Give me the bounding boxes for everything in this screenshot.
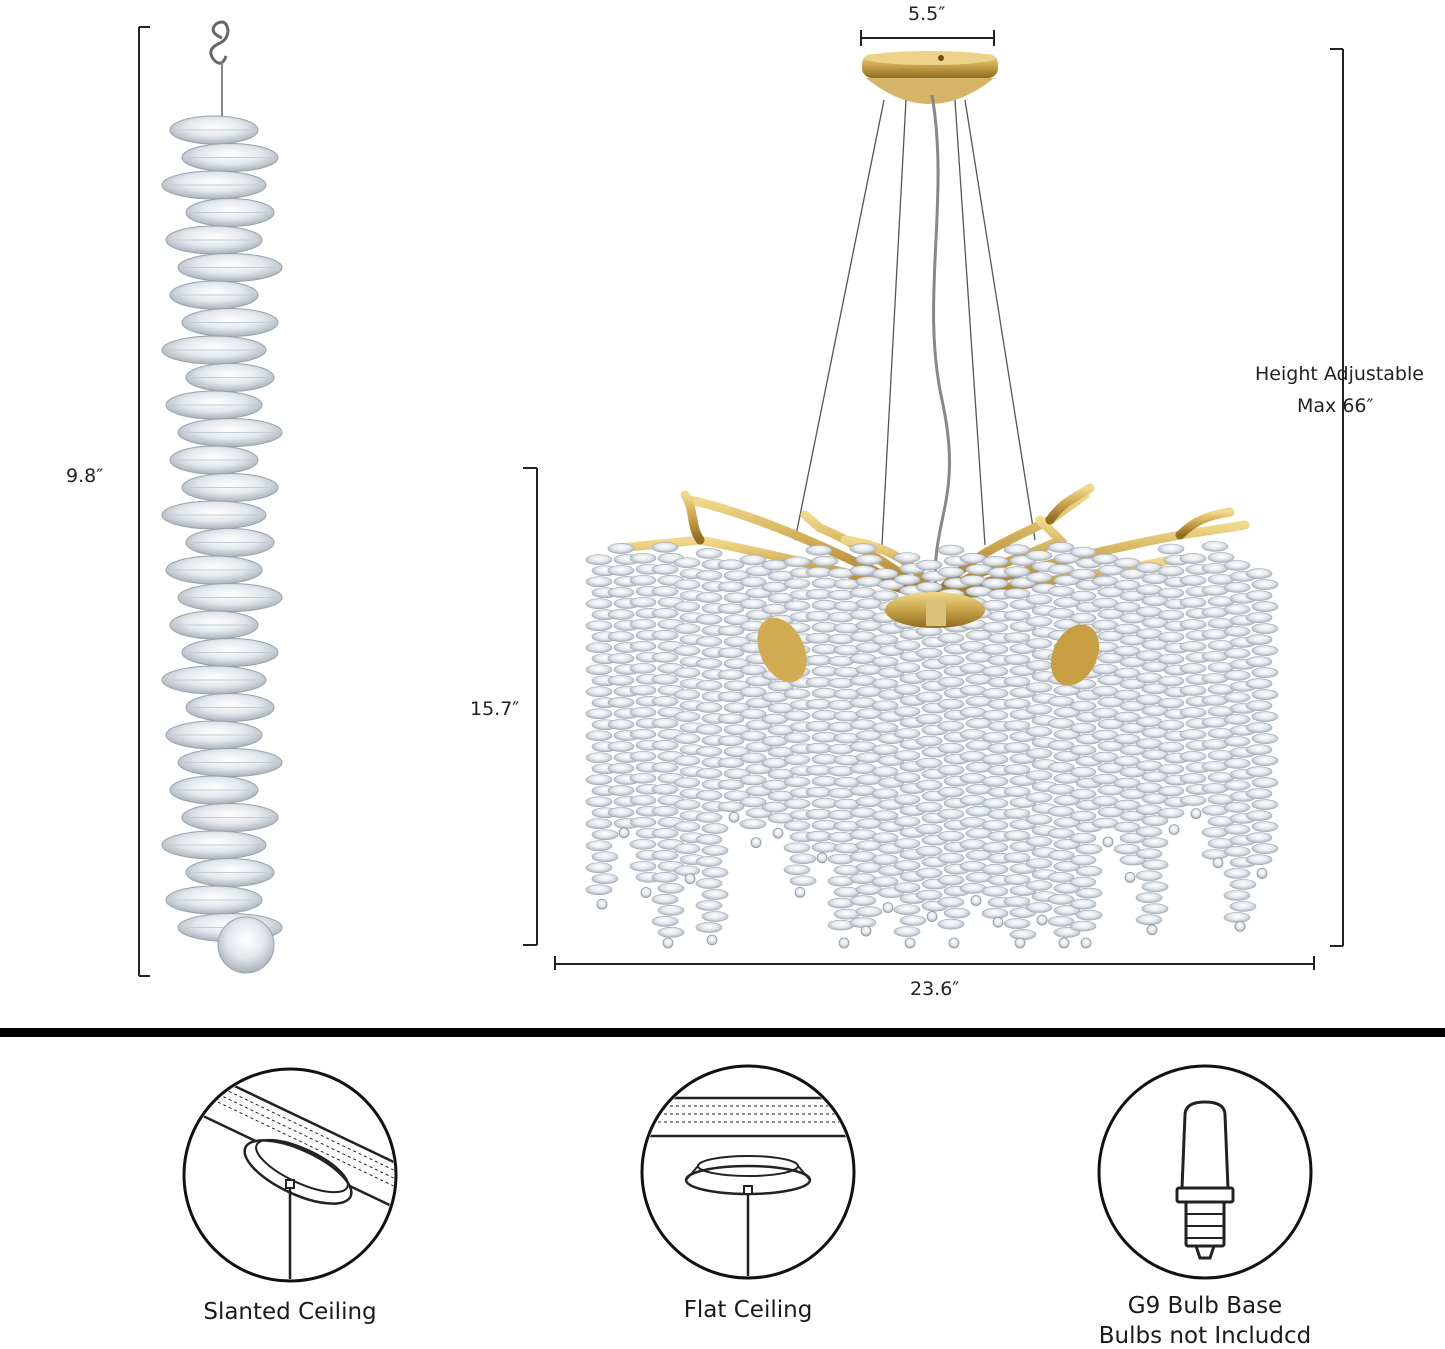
canopy-width-label: 5.5″ [908,3,946,25]
overall-height-bracket [1330,48,1344,947]
flat-ceiling-icon [640,1064,856,1280]
body-height-label: 15.7″ [470,698,520,720]
canopy-width-bracket [860,30,995,46]
body-width-bracket [554,956,1315,970]
crystal-strand-closeup [161,20,283,974]
body-height-bracket [523,467,538,946]
strand-height-bracket [138,26,150,977]
bulb-icon [1097,1064,1313,1280]
suspension-wires [794,94,1036,591]
strand-length-label: 9.8″ [66,465,104,487]
chandelier-crystal-strands [585,541,1279,949]
slanted-ceiling-icon [182,1067,398,1283]
bulb-base-label: G9 Bulb Base [1127,1293,1283,1319]
chandelier-center-hub [757,592,1100,686]
section-divider [0,1028,1445,1037]
bulbs-not-included-label: Bulbs not Includcd [1098,1323,1312,1349]
slanted-ceiling-label: Slanted Ceiling [203,1299,377,1325]
height-adjustable-label: Height Adjustable [1255,363,1424,385]
max-height-label: Max 66″ [1297,395,1374,417]
ceiling-canopy [862,51,998,104]
body-width-label: 23.6″ [910,978,960,1000]
flat-ceiling-label: Flat Ceiling [683,1297,813,1323]
